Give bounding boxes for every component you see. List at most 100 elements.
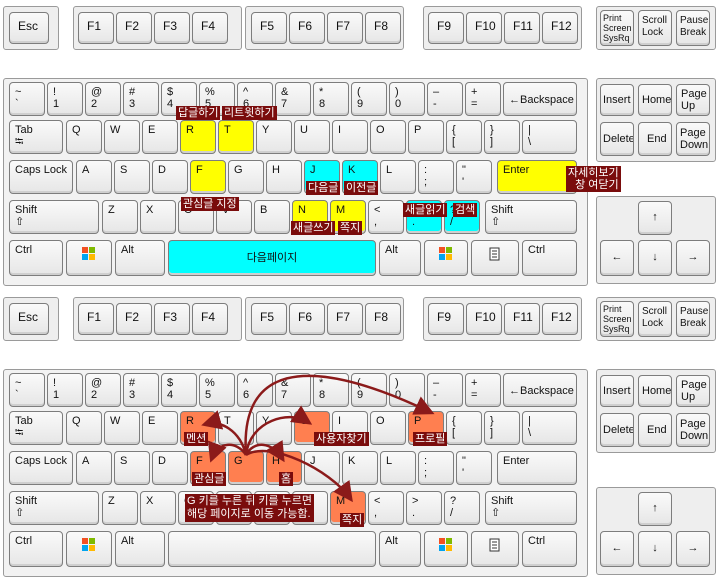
page-down-key[interactable]: Page Down bbox=[676, 122, 710, 156]
arrow-up-icon[interactable]: ↑ bbox=[638, 492, 672, 526]
equals-key[interactable]: + = bbox=[465, 82, 501, 116]
w-key[interactable]: W bbox=[104, 411, 140, 445]
1-key[interactable]: ! 1 bbox=[47, 373, 83, 407]
h-key[interactable]: H bbox=[266, 160, 302, 194]
lbracket-key[interactable]: { [ bbox=[446, 411, 482, 445]
o-key[interactable]: O bbox=[370, 411, 406, 445]
menu-icon[interactable] bbox=[471, 531, 519, 567]
minus-key[interactable]: – - bbox=[427, 82, 463, 116]
slash-key[interactable]: ? / bbox=[444, 491, 480, 525]
f-key[interactable]: F bbox=[190, 160, 226, 194]
left-shift-key[interactable]: Shift ⇧ bbox=[9, 200, 99, 234]
d-key[interactable]: D bbox=[152, 160, 188, 194]
f6-key[interactable]: F6 bbox=[289, 12, 325, 44]
3-key[interactable]: # 3 bbox=[123, 373, 159, 407]
lbracket-key[interactable]: { [ bbox=[446, 120, 482, 154]
caps-lock-key[interactable]: Caps Lock bbox=[9, 160, 73, 194]
u-key[interactable]: U bbox=[294, 120, 330, 154]
left-ctrl-key[interactable]: Ctrl bbox=[9, 240, 63, 276]
f2-key[interactable]: F2 bbox=[116, 12, 152, 44]
a-key[interactable]: A bbox=[76, 451, 112, 485]
w-key[interactable]: W bbox=[104, 120, 140, 154]
2-key[interactable]: @ 2 bbox=[85, 373, 121, 407]
3-key[interactable]: # 3 bbox=[123, 82, 159, 116]
d-key[interactable]: D bbox=[152, 451, 188, 485]
7-key[interactable]: & 7 bbox=[275, 82, 311, 116]
f7-key[interactable]: F7 bbox=[327, 12, 363, 44]
semicolon-key[interactable]: : ; bbox=[418, 451, 454, 485]
right-shift-key[interactable]: Shift ⇧ bbox=[485, 491, 577, 525]
enter-key[interactable]: Enter bbox=[497, 160, 577, 194]
esc-key[interactable]: Esc bbox=[9, 12, 49, 44]
caps-lock-key[interactable]: Caps Lock bbox=[9, 451, 73, 485]
space-key[interactable]: 다음페이지 bbox=[168, 240, 376, 276]
space-key[interactable] bbox=[168, 531, 376, 567]
tilde-key[interactable]: ~ ` bbox=[9, 82, 45, 116]
j-key[interactable]: J bbox=[304, 451, 340, 485]
tab-key[interactable]: Tab ⭾ bbox=[9, 411, 63, 445]
f9-key[interactable]: F9 bbox=[428, 12, 464, 44]
end-key[interactable]: End bbox=[638, 413, 672, 447]
page-up-key[interactable]: Page Up bbox=[676, 375, 710, 407]
l-key[interactable]: L bbox=[380, 160, 416, 194]
f5-key[interactable]: F5 bbox=[251, 12, 287, 44]
o-key[interactable]: O bbox=[370, 120, 406, 154]
pause-key[interactable]: Pause Break bbox=[676, 301, 710, 337]
f5-key[interactable]: F5 bbox=[251, 303, 287, 335]
windows-icon[interactable] bbox=[424, 240, 468, 276]
f3-key[interactable]: F3 bbox=[154, 303, 190, 335]
i-key[interactable]: I bbox=[332, 120, 368, 154]
left-shift-key[interactable]: Shift ⇧ bbox=[9, 491, 99, 525]
q-key[interactable]: Q bbox=[66, 411, 102, 445]
f4-key[interactable]: F4 bbox=[192, 12, 228, 44]
print-screen-key[interactable]: Print Screen SysRq bbox=[600, 10, 634, 46]
z-key[interactable]: Z bbox=[102, 200, 138, 234]
9-key[interactable]: ( 9 bbox=[351, 82, 387, 116]
semicolon-key[interactable]: : ; bbox=[418, 160, 454, 194]
f9-key[interactable]: F9 bbox=[428, 303, 464, 335]
comma-key[interactable]: < , bbox=[368, 200, 404, 234]
arrow-left-icon[interactable]: ← bbox=[600, 531, 634, 567]
f3-key[interactable]: F3 bbox=[154, 12, 190, 44]
f11-key[interactable]: F11 bbox=[504, 12, 540, 44]
print-screen-key[interactable]: Print Screen SysRq bbox=[600, 301, 634, 337]
arrow-down-icon[interactable]: ↓ bbox=[638, 240, 672, 276]
a-key[interactable]: A bbox=[76, 160, 112, 194]
2-key[interactable]: @ 2 bbox=[85, 82, 121, 116]
right-ctrl-key[interactable]: Ctrl bbox=[522, 531, 577, 567]
f4-key[interactable]: F4 bbox=[192, 303, 228, 335]
insert-key[interactable]: Insert bbox=[600, 84, 634, 116]
4-key[interactable]: $ 4 bbox=[161, 373, 197, 407]
page-up-key[interactable]: Page Up bbox=[676, 84, 710, 116]
f11-key[interactable]: F11 bbox=[504, 303, 540, 335]
t-key[interactable]: T bbox=[218, 120, 254, 154]
esc-key[interactable]: Esc bbox=[9, 303, 49, 335]
tab-key[interactable]: Tab ⭾ bbox=[9, 120, 63, 154]
end-key[interactable]: End bbox=[638, 122, 672, 156]
f8-key[interactable]: F8 bbox=[365, 303, 401, 335]
f10-key[interactable]: F10 bbox=[466, 303, 502, 335]
backspace-key[interactable]: ←Backspace bbox=[503, 373, 577, 407]
scroll-lock-key[interactable]: Scroll Lock bbox=[638, 10, 672, 46]
8-key[interactable]: * 8 bbox=[313, 82, 349, 116]
x-key[interactable]: X bbox=[140, 200, 176, 234]
right-ctrl-key[interactable]: Ctrl bbox=[522, 240, 577, 276]
menu-icon[interactable] bbox=[471, 240, 519, 276]
q-key[interactable]: Q bbox=[66, 120, 102, 154]
arrow-right-icon[interactable]: → bbox=[676, 531, 710, 567]
f1-key[interactable]: F1 bbox=[78, 303, 114, 335]
backslash-key[interactable]: | \ bbox=[522, 411, 577, 445]
windows-icon[interactable] bbox=[66, 531, 112, 567]
enter-key[interactable]: Enter bbox=[497, 451, 577, 485]
g-key[interactable]: G bbox=[228, 451, 264, 485]
home-key[interactable]: Home bbox=[638, 375, 672, 407]
f7-key[interactable]: F7 bbox=[327, 303, 363, 335]
k-key[interactable]: K bbox=[342, 451, 378, 485]
quote-key[interactable]: " ' bbox=[456, 160, 492, 194]
s-key[interactable]: S bbox=[114, 451, 150, 485]
s-key[interactable]: S bbox=[114, 160, 150, 194]
e-key[interactable]: E bbox=[142, 411, 178, 445]
f12-key[interactable]: F12 bbox=[542, 303, 578, 335]
pause-key[interactable]: Pause Break bbox=[676, 10, 710, 46]
left-ctrl-key[interactable]: Ctrl bbox=[9, 531, 63, 567]
